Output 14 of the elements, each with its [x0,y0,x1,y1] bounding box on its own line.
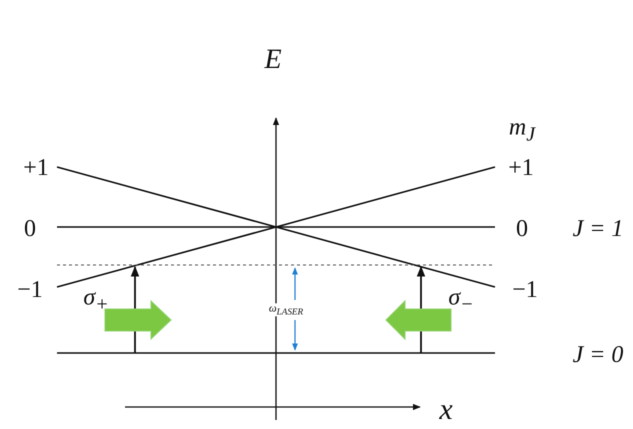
state-label: J = 0 [572,343,624,367]
frequency-label: ω$_{LASER}$ [268,303,304,317]
level-label: +1 [508,156,534,180]
polarization-label: σ$_{−}$ [448,286,474,314]
axis-label: E [264,46,282,74]
level-label: 0 [516,217,528,241]
level-label: 0 [24,217,36,241]
state-label: J = 1 [572,217,624,241]
polarization-label: σ$_{+}$ [83,286,109,314]
level-label: −1 [512,278,538,302]
axis-label: m$_{J}$ [508,116,536,144]
axis-label: x [439,395,453,425]
level-label: −1 [17,278,43,302]
level-label: +1 [23,156,49,180]
